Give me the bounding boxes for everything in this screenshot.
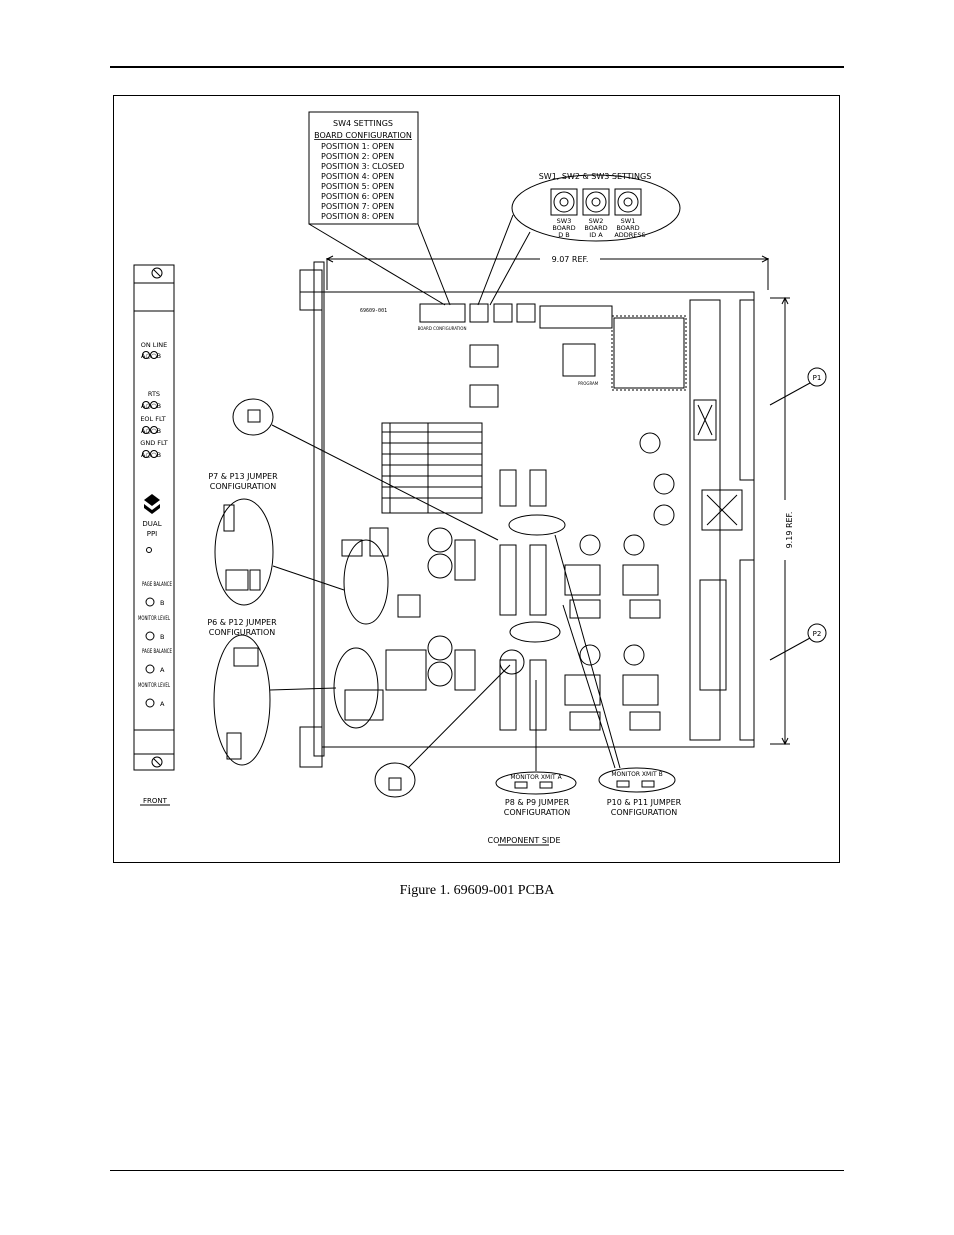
sw2-line2: ID A xyxy=(589,231,603,239)
front-eol-label: EOL FLT xyxy=(140,415,165,423)
width-dimension: 9.07 REF. xyxy=(552,255,589,264)
sw-settings-title: SW1, SW2 & SW3 SETTINGS xyxy=(539,172,652,181)
p10-p11-line1: P10 & P11 JUMPER xyxy=(607,798,682,807)
front-panel-outline xyxy=(133,264,175,771)
sw3-line2: D B xyxy=(558,231,570,239)
figure-frame xyxy=(113,95,840,863)
front-rts-label: RTS xyxy=(148,390,160,398)
front-online-label: ON LINE xyxy=(141,341,168,349)
sw4-position-4: POSITION 4: OPEN xyxy=(321,172,394,181)
front-online-ab: A○○B xyxy=(141,352,161,360)
board-program-label: PROGRAM xyxy=(578,381,599,386)
sw2-line1: BOARD xyxy=(584,224,607,232)
sw4-title: SW4 SETTINGS xyxy=(333,119,393,128)
p6-p12-line1: P6 & P12 JUMPER xyxy=(207,618,277,627)
sw4-position-6: POSITION 6: OPEN xyxy=(321,192,394,201)
sw-settings-ellipse xyxy=(511,174,681,242)
dual-ppi-logo xyxy=(144,494,160,514)
front-page-balance-a: PAGE BALANCE xyxy=(142,647,172,655)
front-name-2: PPI xyxy=(147,530,158,538)
p1-label: P1 xyxy=(813,374,822,382)
p6-p12-ellipse xyxy=(213,634,271,766)
p7-p13-ellipse xyxy=(214,498,274,606)
monitor-xmit-a: MONITOR XMIT A xyxy=(510,774,562,781)
front-gnd-label: GND FLT xyxy=(140,439,167,447)
sw1-line1: BOARD xyxy=(616,224,639,232)
front-b-1: B xyxy=(160,599,164,607)
p8-p9-ellipse xyxy=(495,771,577,795)
sw4-subtitle: BOARD CONFIGURATION xyxy=(314,131,412,140)
p7-p13-line2: CONFIGURATION xyxy=(210,482,277,491)
height-dimension: 9.19 REF. xyxy=(785,512,794,549)
board-sw4-label: BOARD CONFIGURATION xyxy=(418,326,467,331)
sw4-settings-box xyxy=(308,111,419,225)
monitor-xmit-b: MONITOR XMIT B xyxy=(611,771,662,778)
sw3-name: SW3 xyxy=(557,217,572,225)
pcb-outline xyxy=(321,291,755,748)
sw4-position-5: POSITION 5: OPEN xyxy=(321,182,394,191)
sw2-name: SW2 xyxy=(589,217,604,225)
front-gnd-ab: A○○B xyxy=(141,451,161,459)
sw4-position-1: POSITION 1: OPEN xyxy=(321,142,394,151)
front-name-1: DUAL xyxy=(142,520,161,528)
front-a-2: A xyxy=(160,700,165,708)
front-rts-ab: A○○B xyxy=(141,402,161,410)
front-label: FRONT xyxy=(143,797,168,805)
sw4-position-2: POSITION 2: OPEN xyxy=(321,152,394,161)
sw4-position-3: POSITION 3: CLOSED xyxy=(321,162,404,171)
figure-caption: Figure 1. 69609-001 PCBA xyxy=(399,883,555,898)
board-part-number: 69609-001 xyxy=(360,308,387,314)
front-eol-ab: A○○B xyxy=(141,427,161,435)
p10-p11-ellipse xyxy=(598,767,676,793)
sw4-position-7: POSITION 7: OPEN xyxy=(321,202,394,211)
p6-p12-line2: CONFIGURATION xyxy=(209,628,276,637)
p8-p9-line1: P8 & P9 JUMPER xyxy=(505,798,570,807)
p8-p9-line2: CONFIGURATION xyxy=(504,808,571,817)
front-a-1: A xyxy=(160,666,165,674)
front-page-balance-b: PAGE BALANCE xyxy=(142,580,172,588)
front-monitor-level-b: MONITOR LEVEL xyxy=(138,614,170,622)
sw1-name: SW1 xyxy=(621,217,636,225)
p7-p13-line1: P7 & P13 JUMPER xyxy=(208,472,278,481)
sw3-line1: BOARD xyxy=(552,224,575,232)
sw4-position-8: POSITION 8: OPEN xyxy=(321,212,394,221)
front-monitor-level-a: MONITOR LEVEL xyxy=(138,681,170,689)
p2-label: P2 xyxy=(813,630,822,638)
footer-rule xyxy=(110,1170,844,1171)
sw1-line2: ADDRESS xyxy=(614,231,645,239)
component-side-label: COMPONENT SIDE xyxy=(487,836,560,845)
p10-p11-line2: CONFIGURATION xyxy=(611,808,678,817)
front-b-2: B xyxy=(160,633,164,641)
header-rule xyxy=(110,66,844,68)
